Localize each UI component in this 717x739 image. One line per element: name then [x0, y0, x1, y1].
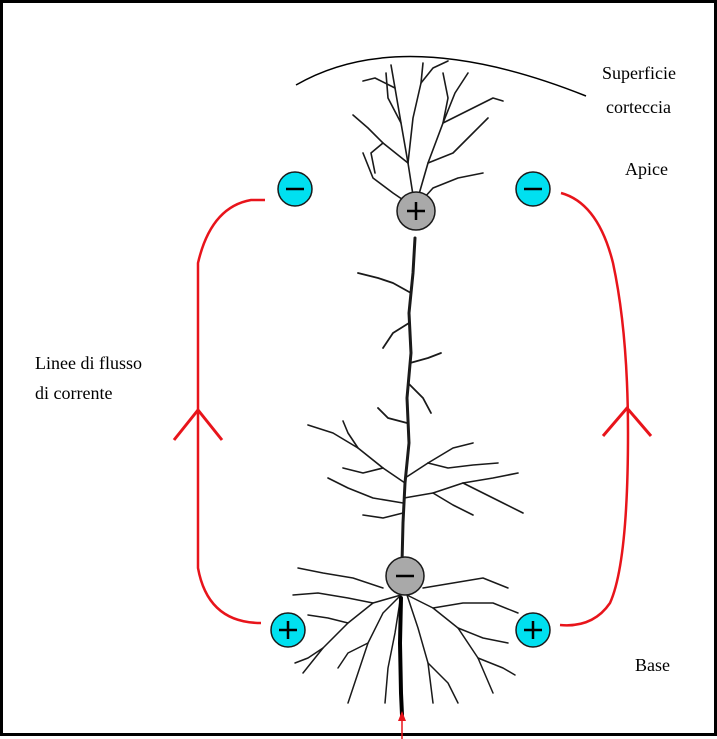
positive-charge-bottom-left [271, 613, 305, 647]
label-cortex-surface-line1: Superficie [602, 61, 676, 86]
incoming-arrow [398, 711, 406, 739]
right-current-flow-line [560, 193, 628, 625]
label-cortex-surface-line2: corteccia [606, 95, 671, 120]
positive-charge-apex [397, 192, 435, 230]
oblique-dendrites [358, 273, 441, 423]
left-current-flow-line [198, 200, 265, 623]
label-base: Base [635, 653, 670, 678]
label-current-flow-line1: Linee di flusso [35, 351, 142, 376]
cortex-surface-line [296, 57, 586, 96]
label-current-flow-line2: di corrente [35, 381, 112, 406]
apical-tuft [353, 61, 503, 208]
negative-charge-top-right [516, 172, 550, 206]
positive-charge-bottom-right [516, 613, 550, 647]
pyramidal-neuron [293, 61, 523, 715]
negative-charge-top-left [278, 172, 312, 206]
axon [400, 598, 402, 715]
apical-dendrite-trunk [402, 238, 415, 563]
label-apex: Apice [625, 157, 668, 182]
mid-dendrites [308, 421, 523, 518]
negative-charge-soma [386, 557, 424, 595]
